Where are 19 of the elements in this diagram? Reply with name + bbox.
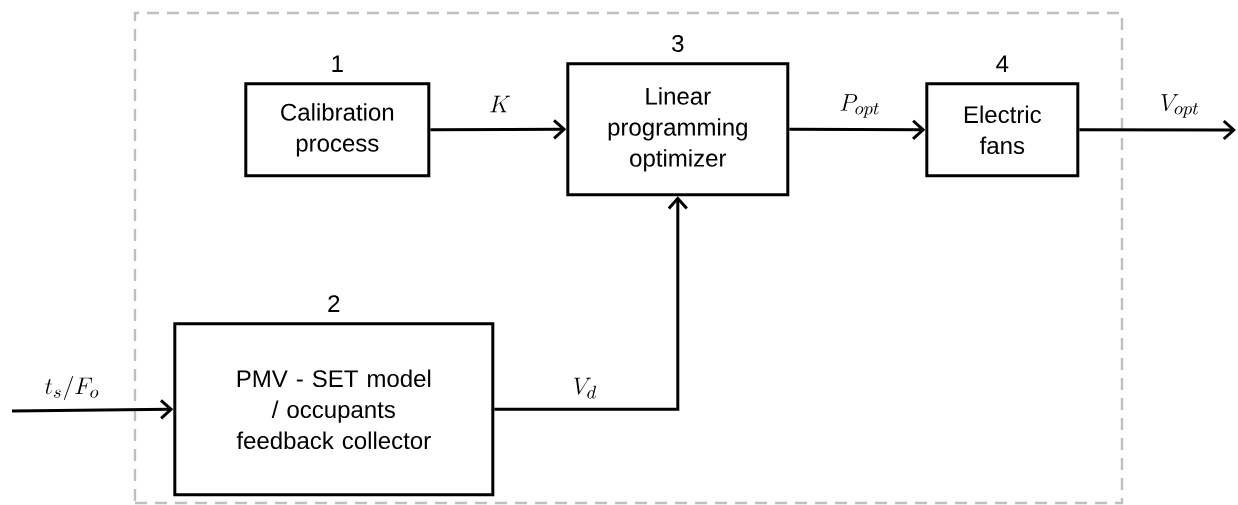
arrow: [430, 119, 567, 140]
edge-label: $P_{opt}$: [837, 92, 883, 120]
edge-label: $t_s/F_o$: [42, 374, 102, 402]
process-box: Electric fans: [925, 82, 1080, 178]
arrow: [12, 399, 174, 420]
process-box: Calibration process: [244, 82, 431, 178]
arrow: [494, 196, 688, 411]
edge-label: $K$: [487, 93, 513, 115]
arrow: [1079, 119, 1236, 141]
boundary-box: [133, 11, 1124, 505]
edge-label: $V_d$: [570, 375, 600, 401]
arrow: [789, 119, 926, 140]
process-box: Linear programming optimizer: [566, 62, 790, 197]
block-number: 4: [996, 55, 1009, 72]
edge-label: $V_{opt}$: [1158, 92, 1202, 120]
block-number: 3: [672, 34, 684, 52]
block-number: 1: [332, 55, 343, 72]
block-number: 2: [328, 295, 340, 312]
process-box: PMV - SET model / occupants feedback collector: [173, 322, 495, 497]
